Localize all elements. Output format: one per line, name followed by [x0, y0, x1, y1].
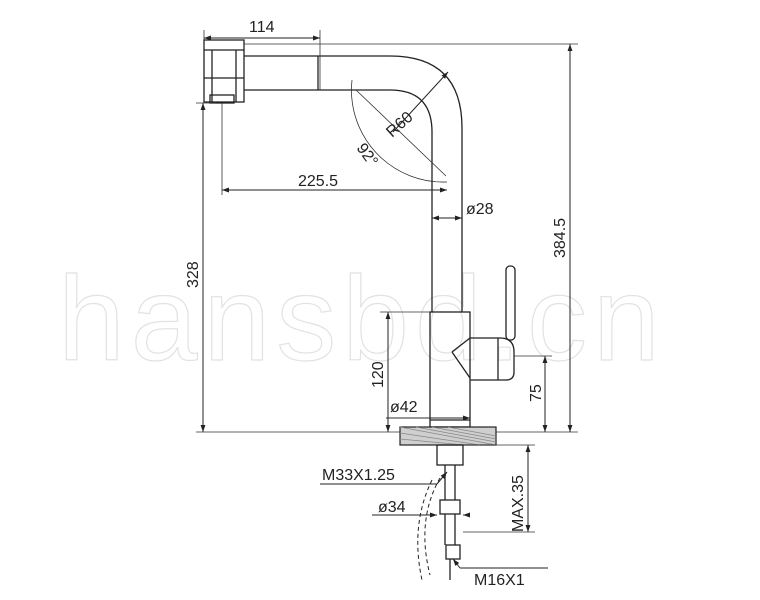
dim-body-diameter: ø42 [390, 399, 418, 416]
dim-max-deck: MAX.35 [510, 475, 527, 532]
dim-tube-diameter: ø28 [466, 201, 494, 218]
dimension-lines [196, 30, 578, 569]
dim-total-height: 384.5 [552, 218, 569, 258]
dim-bend-radius: R60 [383, 109, 416, 141]
dim-thread: M33X1.25 [322, 467, 395, 484]
dim-shank-diameter: ø34 [378, 499, 406, 516]
dim-handle-height: 75 [528, 384, 545, 402]
watermark-text: hansbd.cn [58, 252, 666, 386]
dim-hose-thread: M16X1 [474, 572, 525, 589]
dim-spout-reach: 225.5 [298, 173, 338, 190]
dim-spout-height: 328 [185, 261, 202, 288]
dim-body-height: 120 [370, 361, 387, 388]
dim-spout-width: 114 [249, 19, 275, 36]
dim-bend-angle: 92° [353, 140, 381, 170]
